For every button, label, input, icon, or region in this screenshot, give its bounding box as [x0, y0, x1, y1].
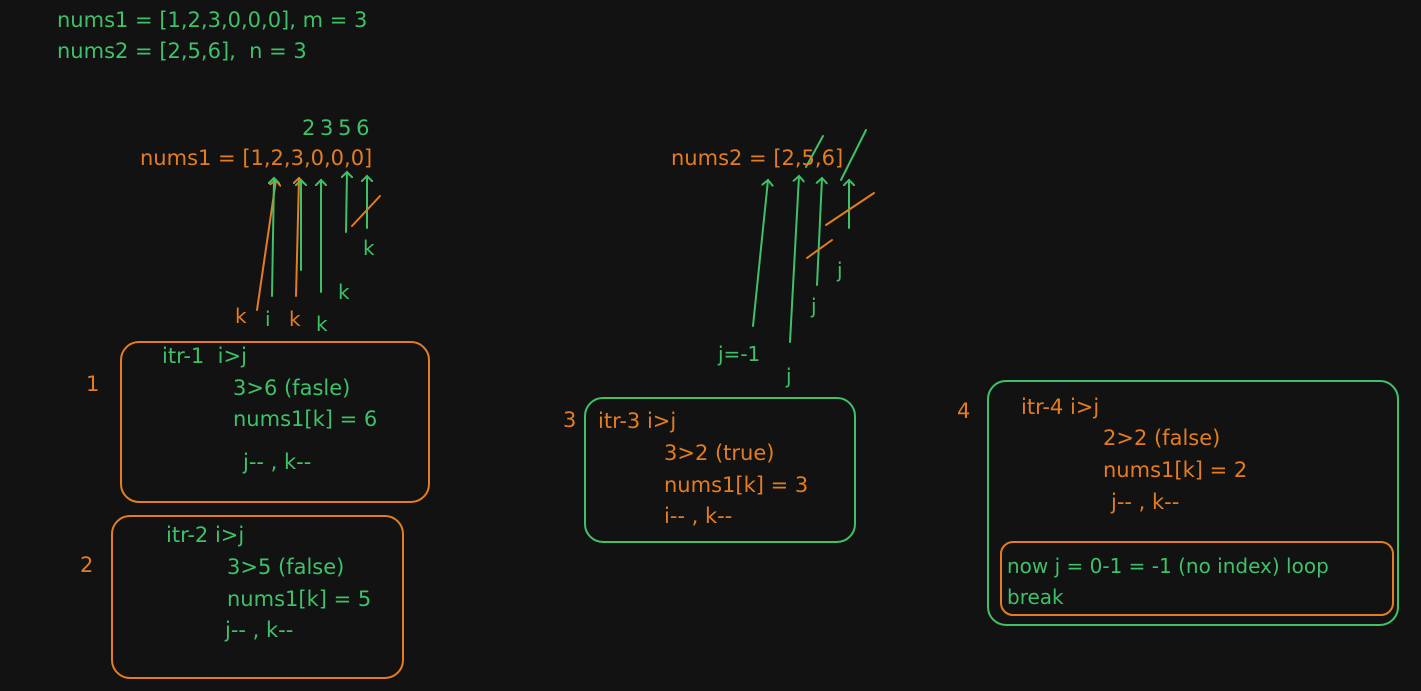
step-3-comparison: 3>2 (true): [664, 441, 775, 465]
step-4-comparison: 2>2 (false): [1103, 426, 1221, 450]
step-1-number: 1: [86, 372, 100, 396]
step-3-update: i-- , k--: [664, 504, 733, 528]
step-3-box: [584, 397, 856, 543]
step-3-title: itr-3 i>j: [598, 409, 677, 433]
pointer-label-k: k: [316, 312, 328, 336]
step-3-assignment: nums1[k] = 3: [664, 473, 809, 497]
step-2-assignment: nums1[k] = 5: [227, 587, 372, 611]
pointer-label-k: k: [289, 307, 301, 331]
header-line-2: nums2 = [2,5,6], n = 3: [57, 39, 307, 63]
pointer-label-k: k: [363, 236, 375, 260]
pointer-label-i: i: [265, 307, 271, 331]
step-1-comparison: 3>6 (fasle): [233, 376, 351, 400]
loop-end-box: [1000, 541, 1394, 616]
pointer-label-k: k: [338, 280, 350, 304]
step-1-assignment: nums1[k] = 6: [233, 407, 378, 431]
step-2-box: [111, 515, 404, 679]
loop-end-line-2: break: [1007, 585, 1064, 609]
step-3-number: 3: [563, 408, 577, 432]
step-4-assignment: nums1[k] = 2: [1103, 458, 1248, 482]
step-4-box: [987, 380, 1399, 626]
step-1-update: j-- , k--: [243, 450, 312, 474]
nums2-array: nums2 = [2,5,6]: [671, 146, 844, 170]
nums1-array: nums1 = [1,2,3,0,0,0]: [140, 146, 373, 170]
nums1-pointer-arrows: [256, 172, 381, 311]
nums2-pointer-arrows: [752, 129, 875, 343]
step-1-box: [120, 341, 430, 503]
pointer-label-j: j: [811, 294, 817, 318]
pointer-label-j: j: [786, 364, 792, 388]
step-4-update: j-- , k--: [1111, 490, 1180, 514]
pointer-label-j-end: j=-1: [718, 342, 761, 366]
step-4-title: itr-4 i>j: [1021, 395, 1100, 419]
step-2-comparison: 3>5 (false): [227, 555, 345, 579]
nums1-overwrite-values: 2 3 5 6: [302, 116, 370, 140]
step-2-number: 2: [80, 553, 94, 577]
header-line-1: nums1 = [1,2,3,0,0,0], m = 3: [57, 8, 368, 32]
pointer-label-k: k: [235, 304, 247, 328]
loop-end-line-1: now j = 0-1 = -1 (no index) loop: [1007, 554, 1329, 578]
step-2-title: itr-2 i>j: [166, 523, 245, 547]
step-4-number: 4: [957, 399, 971, 423]
step-2-update: j-- , k--: [225, 618, 294, 642]
step-1-title: itr-1 i>j: [162, 344, 247, 368]
pointer-label-j: j: [837, 258, 843, 282]
